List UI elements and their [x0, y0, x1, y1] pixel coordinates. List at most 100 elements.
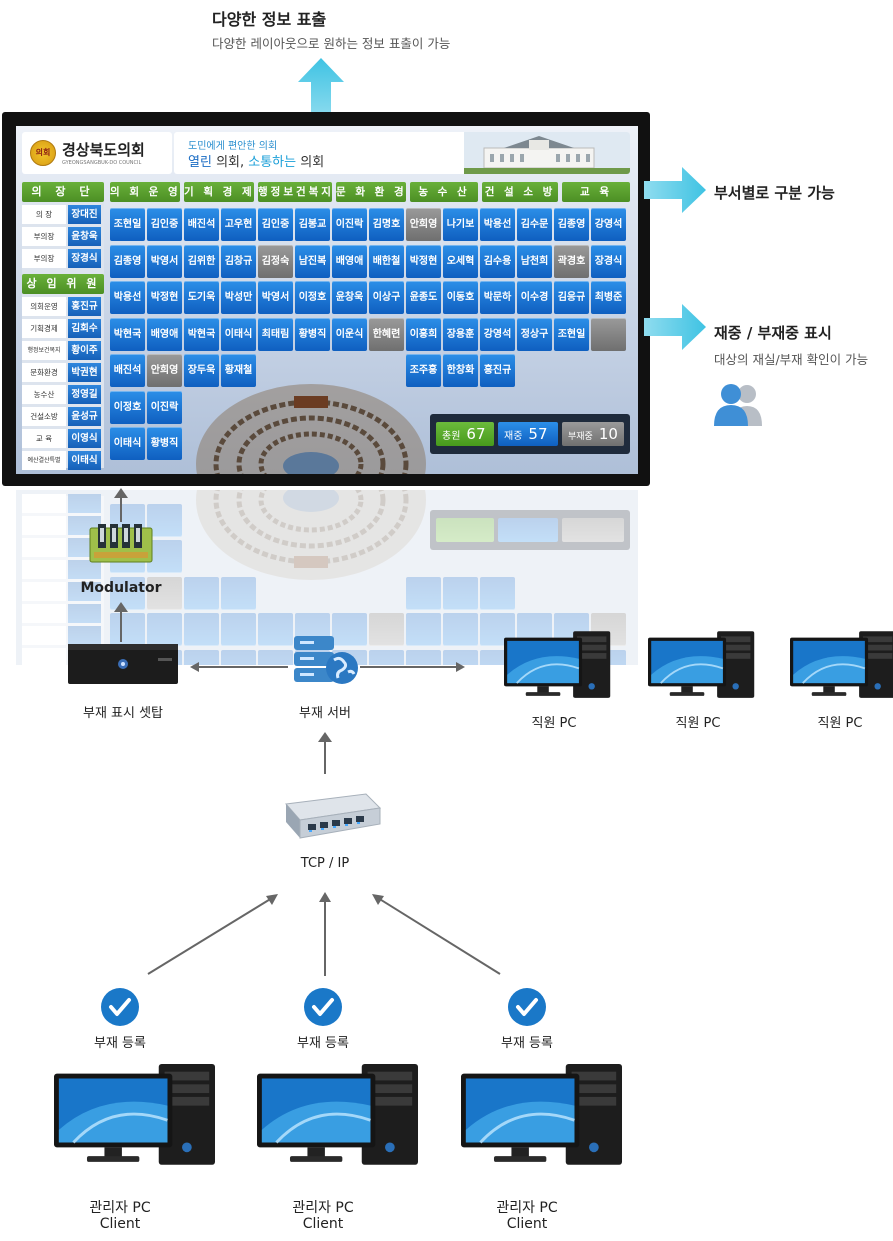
staff-pc — [504, 630, 613, 704]
chair-role: 의회운영 — [22, 297, 66, 316]
chair-row — [22, 604, 104, 623]
member-badge: 김종영 — [554, 208, 589, 241]
client-arrows — [147, 892, 501, 976]
leader-name: 윤창욱 — [68, 227, 101, 246]
slogan-line1: 도민에게 편안한 의회 — [188, 141, 278, 152]
member-badge: 배한철 — [369, 244, 404, 278]
member-badge: 이진락 — [147, 390, 182, 424]
slogan-word-council1: 의회, — [216, 155, 245, 170]
slogan-word-open: 열린 — [188, 155, 212, 170]
member-badge: 이진락 — [332, 208, 367, 241]
admin-pc-icon — [461, 1062, 626, 1173]
staff-pc-label: 직원 PC — [817, 716, 863, 731]
member-badge: 안희영 — [147, 354, 182, 387]
member-badge: 이운식 — [332, 317, 367, 351]
member-badge — [184, 613, 219, 647]
member-badge: 조주홍 — [406, 354, 441, 387]
server-label: 부재 서버 — [299, 706, 351, 721]
up-small-arrow-icon — [114, 488, 128, 498]
member-badge: 홍진규 — [480, 354, 515, 387]
member-badge: 배영애 — [332, 244, 367, 278]
client-label: Client — [302, 1216, 344, 1232]
member-badge: 도기욱 — [184, 281, 219, 314]
stat-present-value: 57 — [528, 425, 548, 443]
member-badge: 황병직 — [147, 427, 182, 460]
up-small-arrow-icon — [318, 732, 332, 742]
member-badge — [221, 613, 256, 647]
member-badge: 장경식 — [591, 244, 626, 278]
check-icon — [508, 988, 546, 1030]
chair-role — [22, 538, 66, 557]
member-badge: 이정호 — [110, 390, 145, 424]
council-building-image — [464, 132, 630, 174]
member-badge: 이태식 — [110, 427, 145, 460]
member-badge: 김수문 — [517, 208, 552, 241]
leader-name: 장경식 — [68, 249, 101, 268]
member-badge: 박문하 — [480, 281, 515, 314]
member-badge: 이수경 — [517, 281, 552, 314]
client-label: Client — [99, 1216, 141, 1232]
member-badge — [406, 613, 441, 647]
member-badge: 김위한 — [184, 244, 219, 278]
client-label: Client — [506, 1216, 548, 1232]
chair-name: 김회수 — [68, 319, 101, 338]
member-badge: 김인중 — [258, 208, 293, 241]
member-badge: 정상구 — [517, 317, 552, 351]
settop-label: 부재 표시 셋탑 — [82, 706, 164, 721]
stat-total-label: 총원 — [442, 431, 461, 442]
council-logo: 의회 경상북도의회 GYEONGSANGBUK-DO COUNCIL — [22, 132, 172, 174]
chair-name: 박권현 — [68, 363, 101, 382]
member-badge: 배진석 — [184, 208, 219, 241]
member-badge — [258, 613, 293, 647]
leader-role: 부의장 — [22, 249, 66, 268]
member-badge: 이홍희 — [406, 317, 441, 351]
modulator-label: Modulator — [80, 580, 162, 596]
member-badge: 곽경호 — [554, 244, 589, 278]
chair-role — [22, 648, 66, 665]
admin-pc-label: 관리자 PC — [89, 1200, 151, 1216]
member-badge — [443, 613, 478, 647]
users-icon — [714, 384, 762, 426]
chair-name: 윤성규 — [68, 407, 101, 426]
member-badge: 김수용 — [480, 244, 515, 278]
member-badge: 윤창욱 — [332, 281, 367, 314]
member-badge: 장두욱 — [184, 354, 219, 387]
staff-pc-label: 직원 PC — [675, 716, 721, 731]
member-badge: 김종영 — [110, 244, 145, 278]
stat-total — [436, 518, 494, 542]
member-badge: 최태림 — [258, 317, 293, 351]
member-badge: 강영석 — [480, 317, 515, 351]
stat-total-value: 67 — [466, 425, 486, 443]
slogan-banner: 도민에게 편안한 의회 열린 의회, 소통하는 의회 — [174, 132, 630, 174]
member-badge: 김인중 — [147, 208, 182, 241]
stat-absent-value: 10 — [598, 425, 618, 443]
presence-note-title: 재중 / 부재중 표시 — [714, 324, 832, 342]
register-label: 부재 등록 — [94, 1036, 146, 1051]
chair-name: 홍진규 — [68, 297, 101, 316]
bidirectional-arrow — [190, 662, 465, 672]
chair-name — [68, 494, 101, 513]
chair-role: 문화환경 — [22, 363, 66, 382]
council-name: 경상북도의회 — [62, 141, 145, 159]
member-badge: 박현국 — [184, 317, 219, 351]
slogan-line2: 열린 의회, 소통하는 의회 — [188, 151, 324, 170]
chair-name: 황이주 — [68, 341, 101, 360]
up-small-arrow-icon — [114, 602, 128, 612]
chair-role — [22, 604, 66, 623]
dept-header: 의 회 운 영 — [110, 182, 180, 202]
dept-note-title: 부서별로 구분 가능 — [714, 184, 835, 202]
slogan-word-comm: 소통하는 — [248, 155, 297, 170]
chair-role: 농수산 — [22, 385, 66, 404]
member-badge: 강영석 — [591, 208, 626, 241]
check-icon — [101, 988, 139, 1030]
stat-total: 총원 67 — [436, 422, 494, 446]
member-badge: 김창규 — [221, 244, 256, 278]
settop-box-icon — [68, 644, 178, 684]
member-badge: 이정호 — [295, 281, 330, 314]
